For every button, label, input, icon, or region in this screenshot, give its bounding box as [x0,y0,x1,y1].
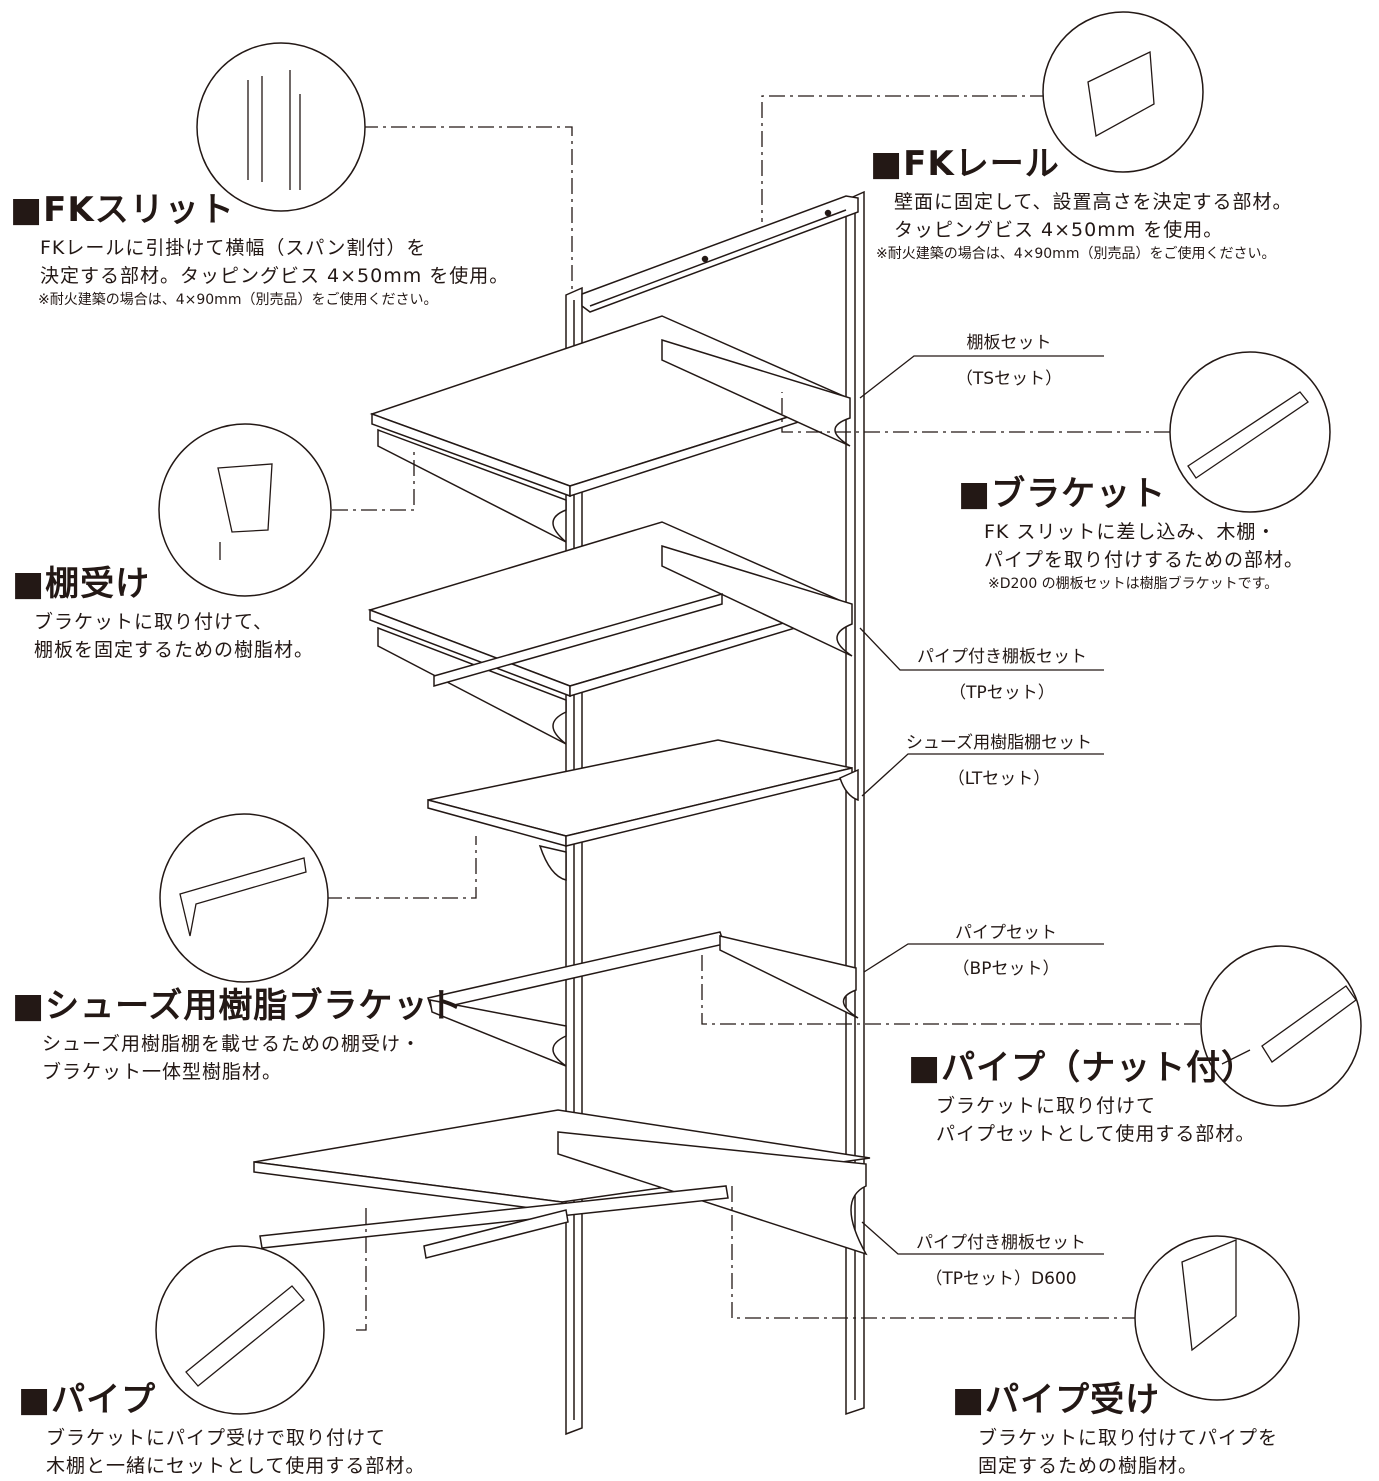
shelf-ts [369,315,851,543]
shelf-holder-block: ■棚受け ブラケットに取り付けて、 棚板を固定するための樹脂材。 [12,560,314,664]
fk-slit-desc-1: FKレールに引掛けて横幅（スパン割付）を [40,237,427,260]
set-lt-code: （LTセット） [947,769,1051,789]
shelf-tp-d600 [253,1109,871,1259]
set-ts-name: 棚板セット [966,333,1052,353]
shelf-tp [367,521,853,745]
detail-sketches [179,50,1357,1387]
fk-slit-title: ■FKスリット [10,190,235,230]
shoes-bracket-block: ■シューズ用樹脂ブラケット シューズ用樹脂棚を載せるための棚受け・ ブラケット一… [12,982,463,1086]
fk-slit-note: ※耐火建築の場合は、4×90mm（別売品）をご使用ください。 [38,292,438,309]
fk-rail [581,195,859,313]
fk-rail-title: ■FKレール [870,144,1060,184]
set-ts-code: （TSセット） [955,369,1063,389]
pipe-nut-title: ■パイプ（ナット付） [908,1048,1257,1088]
fk-rail-block: ■FKレール 壁面に固定して、設置高さを決定する部材。 タッピングビス 4×50… [870,140,1292,265]
bracket-desc-1: FK スリットに差し込み、木棚・ [984,521,1277,544]
shelf-holder-desc-1: ブラケットに取り付けて、 [34,611,274,634]
fk-rail-note: ※耐火建築の場合は、4×90mm（別売品）をご使用ください。 [876,246,1276,263]
set-tp600-name: パイプ付き棚板セット [916,1233,1086,1253]
pipe-block: ■パイプ ブラケットにパイプ受けで取り付けて 木棚と一緒にセットとして使用する部… [18,1376,425,1480]
set-tp-code: （TPセット） [949,683,1055,703]
pipe-holder-desc-1: ブラケットに取り付けてパイプを [978,1427,1279,1450]
bracket-note: ※D200 の棚板セットは樹脂ブラケットです。 [988,576,1279,593]
pipe-nut-desc-2: パイプセットとして使用する部材。 [936,1122,1256,1145]
set-bp-code: （BPセット） [952,959,1060,979]
fk-rail-desc-1: 壁面に固定して、設置高さを決定する部材。 [894,191,1293,214]
shelf-lt [427,739,859,881]
set-tp-name: パイプ付き棚板セット [917,647,1087,667]
pipe-nut-desc-1: ブラケットに取り付けて [936,1095,1157,1118]
set-bp-name: パイプセット [955,923,1057,943]
set-lt-name: シューズ用樹脂棚セット [905,733,1093,753]
shoes-bracket-desc-1: シューズ用樹脂棚を載せるための棚受け・ [42,1033,422,1056]
bracket-block: ■ブラケット FK スリットに差し込み、木棚・ パイプを取り付けするための部材。… [958,470,1304,595]
set-callout-lines [859,355,1104,1255]
detail-circles [155,11,1362,1415]
pipe-desc-1: ブラケットにパイプ受けで取り付けて [46,1427,387,1450]
pipe-desc-2: 木棚と一緒にセットとして使用する部材。 [46,1454,426,1477]
pipe-holder-title: ■パイプ受け [952,1380,1161,1420]
pipe-nut-block: ■パイプ（ナット付） ブラケットに取り付けて パイプセットとして使用する部材。 [908,1044,1256,1148]
leader-lines [326,95,1200,1331]
bracket-title: ■ブラケット [958,474,1167,514]
shelf-holder-desc-2: 棚板を固定するための樹脂材。 [34,638,315,661]
pipe-holder-desc-2: 固定するための樹脂材。 [978,1454,1199,1477]
pipe-title: ■パイプ [18,1380,157,1420]
bracket-desc-2: パイプを取り付けするための部材。 [984,548,1305,571]
pipe-set-bp [427,931,859,1067]
fk-rail-desc-2: タッピングビス 4×50mm を使用。 [894,218,1224,241]
fk-slit-block: ■FKスリット FKレールに引掛けて横幅（スパン割付）を 決定する部材。タッピン… [10,186,509,311]
shelf-holder-title: ■棚受け [12,564,151,604]
pipe-holder-block: ■パイプ受け ブラケットに取り付けてパイプを 固定するための樹脂材。 [952,1376,1278,1480]
fk-slit-desc-2: 決定する部材。タッピングビス 4×50mm を使用。 [40,264,510,287]
shoes-bracket-desc-2: ブラケット一体型樹脂材。 [42,1060,283,1083]
set-tp600-code: （TPセット）D600 [925,1269,1077,1289]
shoes-bracket-title: ■シューズ用樹脂ブラケット [12,986,464,1026]
